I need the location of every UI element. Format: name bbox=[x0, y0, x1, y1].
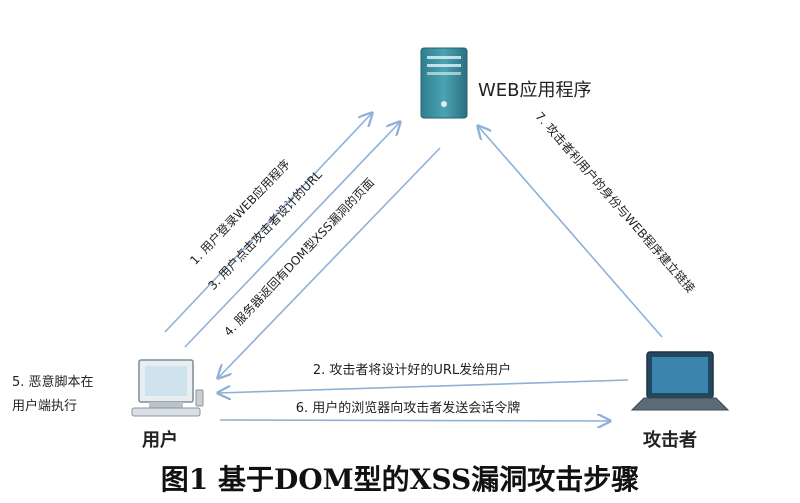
step-5-label-line2: 用户端执行 bbox=[12, 398, 77, 414]
user-computer-icon bbox=[131, 359, 204, 417]
arrow-step-4 bbox=[218, 147, 441, 378]
server-label: WEB应用程序 bbox=[478, 80, 592, 101]
step-5-label-line1: 5. 恶意脚本在 bbox=[12, 374, 94, 390]
arrow-step-2 bbox=[218, 379, 629, 393]
attacker-laptop-icon bbox=[630, 351, 730, 411]
step-7-label: 7. 攻击者利用户的身份与WEB程序建立链接 bbox=[533, 109, 699, 296]
user-label: 用户 bbox=[142, 429, 178, 451]
step-6-label: 6. 用户的浏览器向攻击者发送会话令牌 bbox=[296, 400, 521, 416]
server-icon bbox=[420, 47, 468, 119]
arrow-step-6 bbox=[219, 420, 610, 421]
step-2-label: 2. 攻击者将设计好的URL发给用户 bbox=[313, 362, 511, 378]
arrow-step-3 bbox=[184, 122, 400, 348]
attacker-label: 攻击者 bbox=[643, 429, 697, 451]
arrow-step-7 bbox=[478, 126, 663, 338]
arrow-step-1 bbox=[164, 113, 372, 333]
figure-caption: 图1 基于DOM型的XSS漏洞攻击步骤 bbox=[160, 463, 640, 496]
